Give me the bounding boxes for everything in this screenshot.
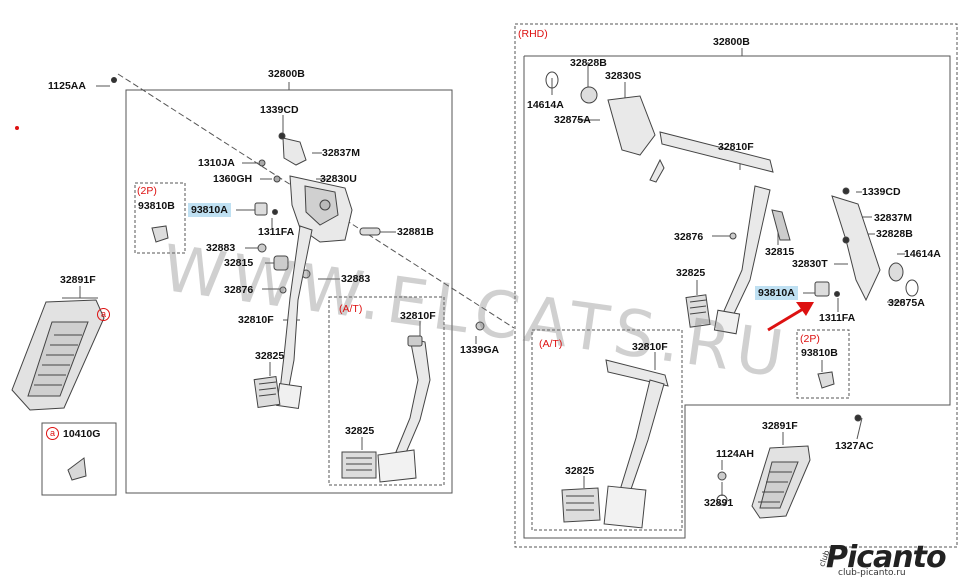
label-32883-b: 32883 (341, 273, 371, 285)
label-1339cd-left: 1339CD (260, 104, 299, 116)
red-dot-icon (15, 126, 19, 130)
label-1124ah: 1124AH (716, 448, 754, 460)
label-93810b-left: 93810B (138, 200, 175, 212)
left-switch-93810b (151, 225, 169, 243)
label-32875a-right: 32875A (888, 297, 925, 309)
club-picanto-logo: club Picanto club-picanto.ru (816, 540, 956, 580)
left-at-box (328, 296, 445, 486)
logo-brand-text: Picanto (826, 540, 947, 575)
label-1310ja: 1310JA (198, 157, 235, 169)
label-32810f-left: 32810F (238, 314, 274, 326)
label-32810f-at-right: 32810F (632, 341, 668, 353)
label-at-left: (A/T) (339, 303, 363, 315)
label-32830s: 32830S (605, 70, 642, 82)
bolt-1125aa-icon (111, 77, 117, 83)
right-pedal-bracket (545, 71, 919, 335)
red-arrow-icon (767, 302, 814, 332)
part-10410g (67, 457, 87, 481)
label-10410g: 10410G (63, 428, 101, 440)
label-1125aa: 1125AA (48, 80, 86, 92)
label-1360gh: 1360GH (213, 173, 253, 185)
label-32810f-right: 32810F (718, 141, 754, 153)
label-32825-at-right: 32825 (565, 465, 595, 477)
label-32828b-right: 32828B (876, 228, 913, 240)
rhd-frame (514, 23, 958, 548)
right-at-pedal (561, 359, 669, 529)
part-10410g-box (41, 422, 117, 496)
label-93810b-right: 93810B (801, 347, 838, 359)
logo-site-text: club-picanto.ru (838, 568, 906, 578)
label-at-right: (A/T) (539, 338, 563, 350)
label-32830u: 32830U (320, 173, 357, 185)
label-1327ac: 1327AC (835, 440, 874, 452)
left-accelerator-pedal (11, 299, 105, 411)
label-32875a-top: 32875A (554, 114, 591, 126)
left-pedal-bracket (253, 132, 381, 409)
label-32891f-left: 32891F (60, 274, 96, 286)
right-accelerator-pedal (716, 414, 862, 519)
label-14614a-right: 14614A (904, 248, 941, 260)
right-switch-93810b (817, 371, 835, 389)
label-32815-left: 32815 (224, 257, 254, 269)
right-at-box (531, 329, 683, 531)
label-32883-a: 32883 (206, 242, 236, 254)
label-32891: 32891 (704, 497, 734, 509)
label-32800b-right: 32800B (713, 36, 750, 48)
label-32825-at-left: 32825 (345, 425, 375, 437)
label-1339cd-right: 1339CD (862, 186, 901, 198)
label-32837m-right: 32837M (874, 212, 912, 224)
label-32815-right: 32815 (765, 246, 795, 258)
clip-1339ga-icon (475, 321, 485, 331)
label-32830t: 32830T (792, 258, 828, 270)
rhd-assembly-frame (523, 55, 951, 539)
callout-a-box: a (46, 427, 59, 440)
label-32828b-top: 32828B (570, 57, 607, 69)
label-93810a-right: 93810A (755, 286, 798, 300)
label-32876-left: 32876 (224, 284, 254, 296)
label-32825-right: 32825 (676, 267, 706, 279)
label-1311fa-right: 1311FA (819, 312, 856, 324)
label-14614a-top: 14614A (527, 99, 564, 111)
label-rhd: (RHD) (518, 28, 548, 40)
left-at-pedal (341, 335, 431, 483)
label-93810a-left: 93810A (188, 203, 231, 217)
label-32800b-left: 32800B (268, 68, 305, 80)
label-32825-left: 32825 (255, 350, 285, 362)
label-1339ga: 1339GA (460, 344, 500, 356)
label-1311fa-left: 1311FA (258, 226, 295, 238)
label-2p-left: (2P) (137, 185, 157, 197)
label-32876-right: 32876 (674, 231, 704, 243)
label-2p-right: (2P) (800, 333, 820, 345)
label-32837m-left: 32837M (322, 147, 360, 159)
right-2p-box (796, 329, 850, 399)
label-32881b: 32881B (397, 226, 434, 238)
callout-a-left: a (97, 308, 110, 321)
label-32891f-right: 32891F (762, 420, 798, 432)
label-32810f-at-left: 32810F (400, 310, 436, 322)
left-2p-box (134, 182, 186, 254)
